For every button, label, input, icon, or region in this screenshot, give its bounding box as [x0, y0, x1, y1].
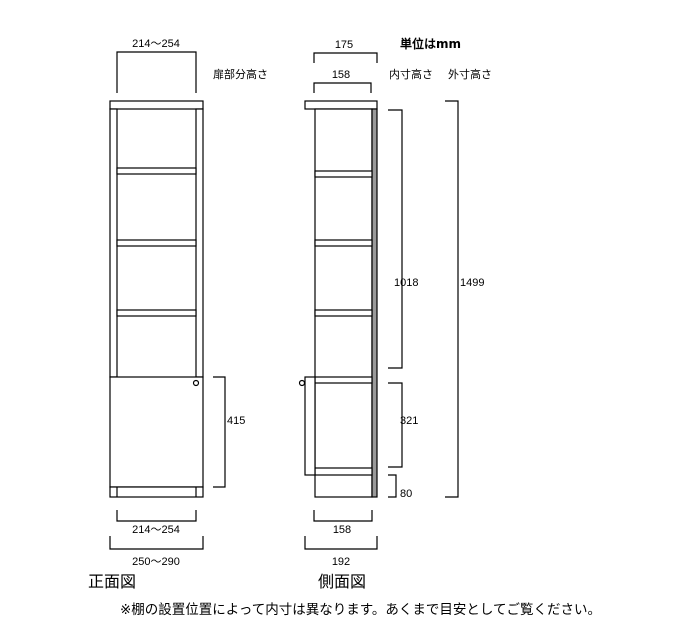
door-knob-icon [192, 379, 200, 387]
side-view-title: 側面図 [318, 572, 366, 591]
front-left-panel [109, 108, 118, 378]
front-view-title: 正面図 [88, 572, 136, 591]
side-shelf [314, 309, 373, 317]
door-height-label: 扉部分高さ [213, 67, 268, 81]
side-bottom-shelf [314, 467, 373, 476]
side-shelf [314, 170, 373, 178]
side-inner-depth-top: 158 [332, 69, 350, 81]
side-door [304, 376, 316, 476]
unit-label: 単位はmm [400, 36, 461, 51]
outer-height-label: 外寸高さ [448, 67, 492, 81]
inner-height-label: 内寸高さ [389, 67, 433, 81]
door-height-value: 415 [227, 415, 245, 427]
side-top-depth: 175 [335, 39, 353, 51]
front-bottom-inner-width: 214〜254 [132, 524, 180, 536]
side-body [314, 108, 373, 498]
front-right-panel [195, 108, 204, 378]
inner-height-upper: 1018 [394, 277, 418, 289]
front-shelf [116, 167, 197, 175]
outer-height-value: 1499 [460, 277, 484, 289]
front-top-width: 214〜254 [132, 38, 180, 50]
front-shelf [116, 309, 197, 317]
inner-height-lower: 321 [400, 415, 418, 427]
side-inner-depth-bottom: 158 [333, 524, 351, 536]
front-shelf [116, 239, 197, 247]
front-top-board [109, 100, 204, 110]
dimensions: 214〜254 175 158 単位はmm 扉部分高さ 内寸高さ 外寸高さ 41… [109, 36, 492, 568]
side-view [298, 100, 378, 498]
plinth-height: 80 [400, 488, 412, 500]
footnote: ※棚の設置位置によって内寸は異なります。あくまで目安としてご覧ください。 [120, 601, 601, 618]
side-shelf [314, 239, 373, 247]
front-outer-width: 250〜290 [132, 556, 180, 568]
side-outer-depth: 192 [332, 556, 350, 568]
front-view [109, 100, 204, 498]
front-door [109, 376, 204, 488]
side-top-board [304, 100, 378, 110]
door-knob-icon [298, 379, 306, 387]
front-plinth [109, 486, 204, 498]
side-back-panel [371, 108, 378, 498]
side-shelf [314, 376, 373, 384]
